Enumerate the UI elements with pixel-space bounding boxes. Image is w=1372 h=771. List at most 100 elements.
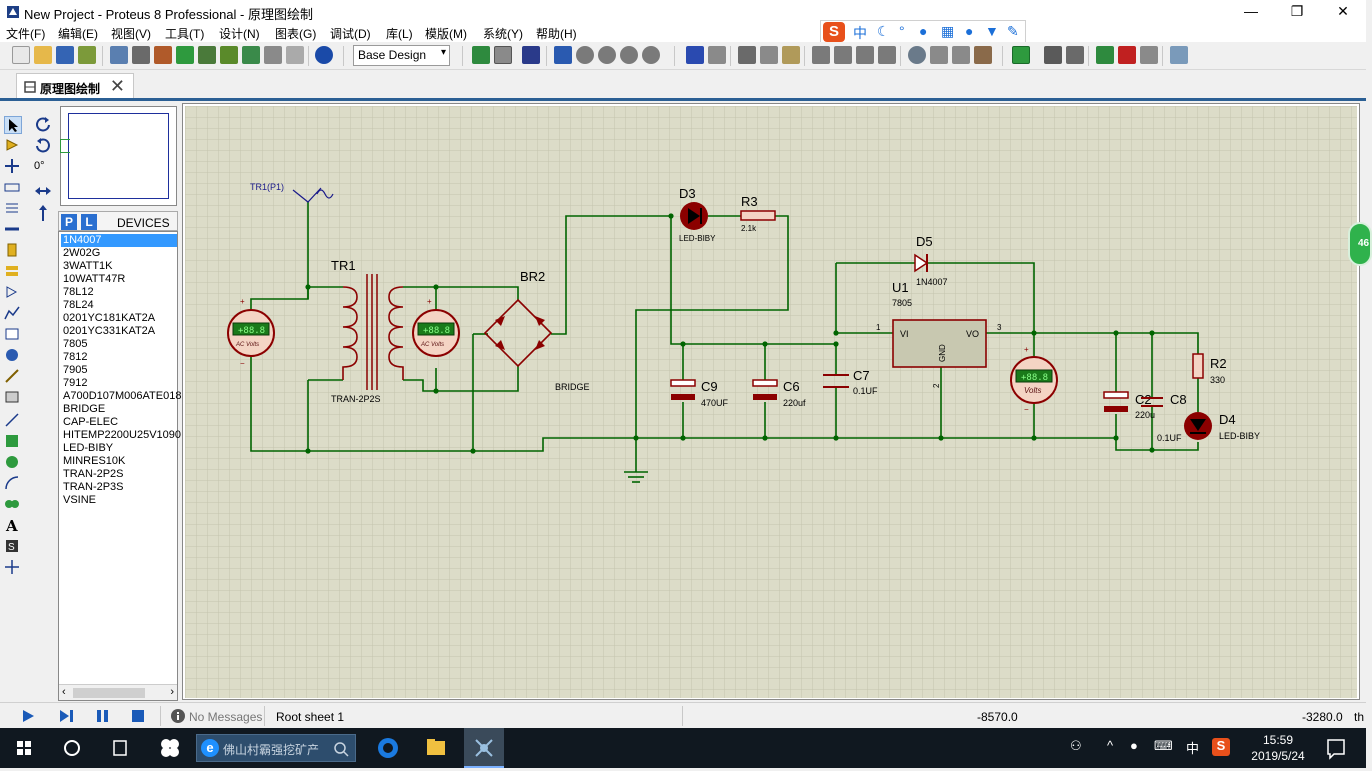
wrench-icon[interactable]: ✎ <box>1007 23 1019 39</box>
overview-window[interactable] <box>60 106 177 206</box>
redo-icon[interactable] <box>708 46 726 64</box>
symbol-tool-icon[interactable]: S <box>4 538 22 556</box>
design-explorer-icon[interactable] <box>264 46 282 64</box>
rotate-ccw-icon[interactable] <box>33 136 53 156</box>
mirror-horizontal-icon[interactable] <box>33 183 53 199</box>
zoom-area-icon[interactable] <box>642 46 660 64</box>
browser-app-icon[interactable] <box>368 728 408 768</box>
pick-device-icon[interactable] <box>908 46 926 64</box>
menu-edit[interactable]: 编辑(E) <box>58 27 98 41</box>
stop-icon[interactable] <box>130 708 146 724</box>
keyboard-tray-icon[interactable]: ⌨ <box>1154 738 1173 753</box>
menu-library[interactable]: 库(L) <box>386 27 413 41</box>
list-item[interactable]: 7812 <box>63 351 88 363</box>
capacitor-c8[interactable]: C8 0.1UF <box>1141 392 1187 443</box>
list-item[interactable]: CAP-ELEC <box>63 416 119 428</box>
wire-autorouter-icon[interactable] <box>1012 46 1030 64</box>
undo-icon[interactable] <box>686 46 704 64</box>
new-sheet-icon[interactable] <box>1096 46 1114 64</box>
circle-tool-icon[interactable] <box>4 454 22 472</box>
input-lang-indicator[interactable]: 中 <box>1186 741 1200 756</box>
schematic-icon[interactable] <box>132 46 150 64</box>
remove-sheet-icon[interactable] <box>1118 46 1136 64</box>
list-item[interactable]: 1N4007 <box>61 234 177 247</box>
step-icon[interactable] <box>58 708 74 724</box>
paste-icon[interactable] <box>782 46 800 64</box>
notification-icon[interactable] <box>1316 728 1356 768</box>
open-folder-icon[interactable] <box>34 46 52 64</box>
instrument-mode-icon[interactable] <box>4 389 22 407</box>
design-variant-select[interactable]: Base Design ▾ <box>353 45 450 66</box>
menu-template[interactable]: 模版(M) <box>425 27 467 41</box>
list-item[interactable]: 78L12 <box>63 286 94 298</box>
capacitor-c6[interactable]: C6 220uf <box>752 379 806 408</box>
led-d3[interactable]: D3 LED-BIBY <box>679 186 716 243</box>
scroll-right-icon[interactable]: › <box>170 686 174 698</box>
list-item[interactable]: HITEMP2200U25V1090 <box>63 429 182 441</box>
list-item[interactable]: 7905 <box>63 364 88 376</box>
rotation-angle[interactable]: 0° <box>34 160 45 172</box>
subcircuit-mode-icon[interactable] <box>4 242 22 260</box>
device-list[interactable]: 1N4007 2W02G 3WATT1K 10WATT47R 78L12 78L… <box>58 231 182 701</box>
probe-mode-icon[interactable] <box>4 368 22 386</box>
list-item[interactable]: TRAN-2P2S <box>63 468 124 480</box>
restore-button[interactable]: ❐ <box>1290 3 1304 19</box>
grid-toggle-icon[interactable] <box>494 46 512 64</box>
refresh-icon[interactable] <box>472 46 490 64</box>
list-item[interactable]: 7912 <box>63 377 88 389</box>
list-item[interactable]: 78L24 <box>63 299 94 311</box>
floating-badge[interactable]: 46 <box>1348 222 1372 266</box>
sine-source[interactable]: TR1(P1) <box>250 182 334 203</box>
list-item[interactable]: TRAN-2P3S <box>63 481 124 493</box>
keyboard-icon[interactable]: ▦ <box>941 23 955 39</box>
home-icon[interactable] <box>110 46 128 64</box>
list-item[interactable]: BRIDGE <box>63 403 106 415</box>
library-manager-button[interactable]: L <box>81 214 97 230</box>
save-icon[interactable] <box>56 46 74 64</box>
play-icon[interactable] <box>20 708 36 724</box>
import-icon[interactable] <box>78 46 96 64</box>
shirt-icon[interactable]: ▼ <box>985 23 999 39</box>
zoom-out-icon[interactable] <box>598 46 616 64</box>
gerber-icon[interactable] <box>198 46 216 64</box>
proteus-taskbar-button[interactable] <box>464 728 504 768</box>
packaging-icon[interactable] <box>952 46 970 64</box>
cut-icon[interactable] <box>738 46 756 64</box>
sogou-logo-icon[interactable]: S <box>823 22 845 42</box>
line-tool-icon[interactable] <box>4 412 22 430</box>
new-file-icon[interactable] <box>12 46 30 64</box>
close-button[interactable]: ✕ <box>1337 3 1349 19</box>
list-item[interactable]: LED-BIBY <box>63 442 114 454</box>
ac-voltmeter-1[interactable]: +88.8 AC Volts + − <box>227 297 275 368</box>
ac-voltmeter-2[interactable]: +88.8 AC Volts + <box>412 297 460 357</box>
mirror-vertical-icon[interactable] <box>35 203 51 223</box>
text-tool-icon[interactable]: A <box>4 517 22 535</box>
box-tool-icon[interactable] <box>4 433 22 451</box>
block-rotate-icon[interactable] <box>856 46 874 64</box>
menu-file[interactable]: 文件(F) <box>6 27 46 41</box>
menu-system[interactable]: 系统(Y) <box>483 27 523 41</box>
canvas-vertical-scrollbar[interactable] <box>1360 103 1366 700</box>
component-mode-icon[interactable] <box>4 137 22 155</box>
decompose-icon[interactable] <box>974 46 992 64</box>
selection-mode-icon[interactable] <box>4 116 22 134</box>
exit-to-parent-icon[interactable] <box>1140 46 1158 64</box>
list-item[interactable]: A700D107M006ATE018 <box>63 390 182 402</box>
search-tag-icon[interactable] <box>1044 46 1062 64</box>
tray-app-icon[interactable]: ● <box>1130 738 1138 753</box>
path-tool-icon[interactable] <box>4 496 22 514</box>
notes-icon[interactable] <box>286 46 304 64</box>
schematic-drawing[interactable]: TR1(P1) +88.8 AC Volts + − TR1 TRAN-2P2S… <box>185 106 1357 698</box>
people-icon[interactable]: ⚇ <box>1070 738 1082 753</box>
menu-debug[interactable]: 调试(D) <box>330 27 371 41</box>
block-delete-icon[interactable] <box>878 46 896 64</box>
pick-devices-button[interactable]: P <box>61 214 77 230</box>
user-icon[interactable]: ● <box>965 23 974 39</box>
diode-d5[interactable]: D5 1N4007 <box>914 234 948 287</box>
device-list-scrollbar[interactable]: ‹ › <box>59 684 177 700</box>
scrollbar-thumb[interactable] <box>73 688 145 698</box>
resistor-r3[interactable]: R3 2.1k <box>740 194 776 233</box>
messages-status[interactable]: No Messages <box>189 710 263 724</box>
ime-lang-toggle[interactable]: 中 <box>853 25 867 41</box>
wire-label-mode-icon[interactable] <box>4 179 22 197</box>
